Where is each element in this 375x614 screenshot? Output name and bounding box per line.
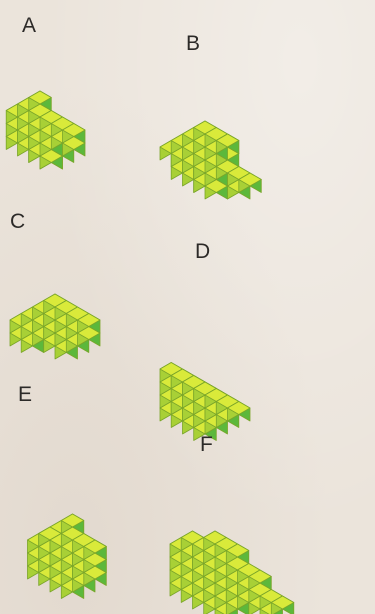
label-e: E bbox=[18, 383, 32, 407]
label-d: D bbox=[195, 240, 210, 264]
cube-figure-a bbox=[6, 91, 85, 169]
label-b: B bbox=[186, 32, 200, 56]
cube-figure-b bbox=[160, 121, 261, 199]
label-a: A bbox=[22, 14, 36, 38]
label-f: F bbox=[200, 433, 213, 457]
cube-figure-c bbox=[10, 294, 100, 359]
cube-figure-e bbox=[28, 514, 107, 599]
cube-figure-d bbox=[160, 363, 250, 441]
cube-figure-f bbox=[170, 531, 294, 614]
label-c: C bbox=[10, 210, 25, 234]
